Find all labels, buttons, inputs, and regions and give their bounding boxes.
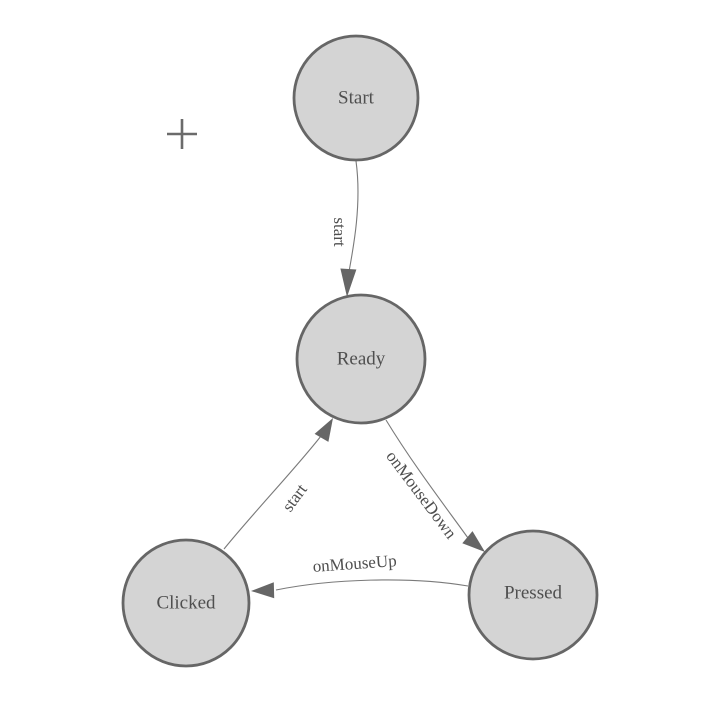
edge-pressed-to-clicked[interactable]: onMouseUp — [251, 551, 469, 599]
node-ready-circle[interactable] — [295, 293, 427, 425]
edge-label-onmouseup: onMouseUp — [312, 551, 397, 576]
edge-clicked-to-ready[interactable]: start — [223, 418, 333, 550]
edge-label-start-top: start — [330, 217, 349, 247]
node-start-circle[interactable] — [292, 34, 420, 162]
node-pressed-circle[interactable] — [467, 529, 599, 661]
node-ready[interactable]: Ready — [295, 293, 427, 425]
edge-start-to-ready[interactable]: start — [330, 160, 359, 297]
node-clicked-circle[interactable] — [121, 538, 251, 668]
node-clicked[interactable]: Clicked — [121, 538, 251, 668]
edge-ready-to-pressed[interactable]: onMouseDown — [382, 419, 485, 552]
node-start[interactable]: Start — [292, 34, 420, 162]
edge-line-pressed-to-clicked[interactable] — [275, 579, 469, 591]
edge-line-clicked-to-ready[interactable] — [223, 435, 322, 550]
arrowhead-icon — [462, 531, 485, 552]
crosshair-icon — [167, 119, 197, 149]
edge-label-start-bottom: start — [278, 480, 311, 515]
arrowhead-icon — [314, 418, 333, 442]
arrowhead-icon — [340, 268, 357, 297]
edge-line-ready-to-pressed[interactable] — [385, 419, 469, 539]
edge-label-onmousedown: onMouseDown — [382, 447, 461, 543]
arrowhead-icon — [251, 582, 275, 599]
node-pressed[interactable]: Pressed — [467, 529, 599, 661]
edge-line-start-to-ready[interactable] — [347, 160, 359, 278]
